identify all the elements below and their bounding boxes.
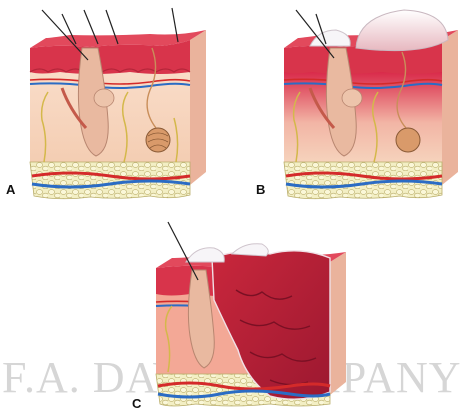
panel-b-sebaceous-gland [342,89,362,107]
panel-a-superficial [30,8,206,199]
panel-c-full-thickness [156,222,346,406]
blister-icon [356,10,448,51]
panel-a-side-face [190,30,206,185]
panel-b-dermis [284,72,442,164]
blister-icon [310,30,350,46]
panel-b-partial-thickness [284,10,458,199]
panel-a-dermis [30,72,190,164]
sweat-gland-icon [396,128,420,152]
panel-c-blister-remnant-2 [232,244,268,256]
panel-b-side-face [442,30,458,185]
panel-c-blister-remnant [186,248,224,262]
panel-c-side-face [330,252,346,395]
panel-a-sebaceous-gland [94,89,114,107]
panel-a-sweat-gland [146,128,170,152]
